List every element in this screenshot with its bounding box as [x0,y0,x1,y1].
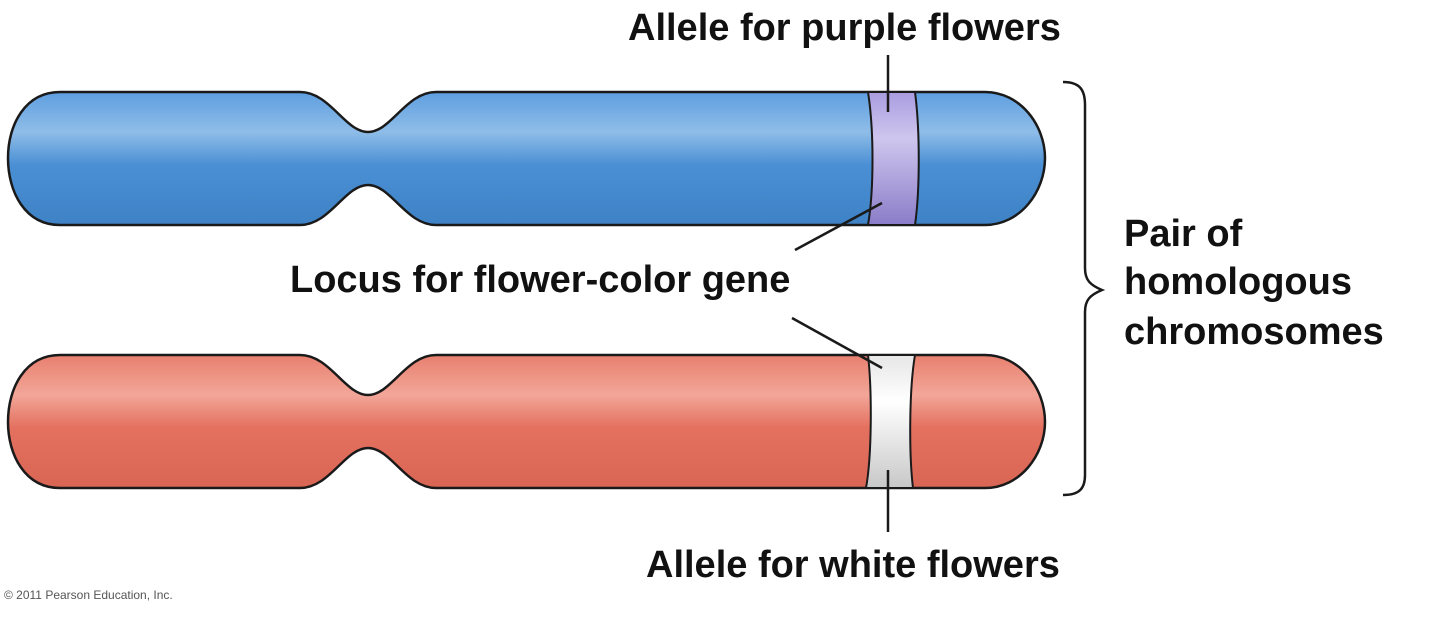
allele-white-band [864,354,917,489]
copyright-text: © 2011 Pearson Education, Inc. [4,588,173,602]
allele-purple-band [866,91,920,226]
chromosome-blue [6,90,1047,227]
leader-line-locus-top [794,201,883,252]
label-pair-line2: homologous [1124,261,1352,303]
label-allele-purple: Allele for purple flowers [628,7,1061,49]
curly-brace-icon [1062,80,1106,497]
label-pair-line1: Pair of [1124,213,1243,255]
chromosome-red [6,353,1047,490]
leader-line-locus-bottom [791,316,883,370]
label-pair-line3: chromosomes [1124,311,1384,353]
label-allele-white: Allele for white flowers [646,544,1060,586]
label-locus: Locus for flower-color gene [290,259,791,301]
